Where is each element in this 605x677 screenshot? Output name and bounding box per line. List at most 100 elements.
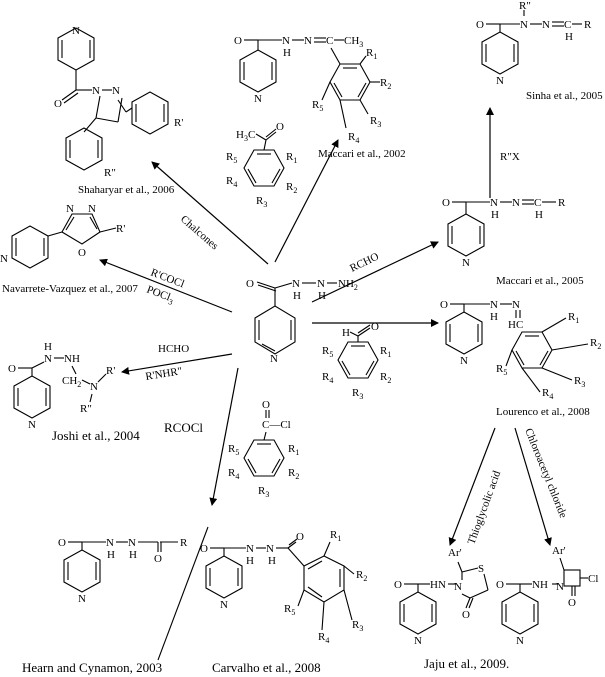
atom-r3-acl: R3 [258, 485, 269, 499]
atom-ar-jaju1: Ar' [448, 547, 462, 559]
atom-n2-macc02: N [304, 35, 312, 47]
reagent-thioglycolic: Thioglycolic acid [466, 469, 504, 546]
atom-n1-lour: N [490, 299, 498, 311]
atom-r4-lour: R4 [542, 387, 553, 401]
atom-r5-acl: R5 [228, 443, 239, 457]
atom-n2-shah: N [112, 85, 120, 97]
ref-lourenco: Lourenco et al., 2008 [496, 406, 590, 418]
reagent-hcho: HCHO [158, 343, 189, 355]
atom-h-joshi: H [44, 341, 52, 353]
atom-n1-shah: N [92, 85, 100, 97]
atom-r1-lour: R1 [568, 311, 579, 325]
atom-s-jaju1: S [478, 563, 484, 575]
atom-r4-acet: R4 [226, 175, 237, 189]
reagent-rx: R"X [500, 151, 520, 163]
ref-shaharyar: Shaharyar et al., 2006 [78, 184, 175, 196]
ref-carvalho: Carvalho et al., 2008 [212, 660, 321, 675]
reaction-arrows [99, 107, 552, 661]
atom-r-macc05: R [558, 197, 566, 209]
atom-o-nav: O [78, 247, 86, 259]
atom-n2-jaju1: N [454, 581, 462, 593]
atom-o-ald: O [371, 321, 379, 333]
atom-n-jaju2: N [516, 635, 524, 647]
atom-r5-ald: R5 [322, 345, 333, 359]
atom-rpp-joshi: R" [80, 403, 92, 415]
structure-shaharyar: N O N N R' R" [54, 25, 183, 179]
atom-o-acet: O [276, 121, 284, 133]
atom-h-ald: H [342, 327, 350, 339]
atom-rp-joshi: R' [106, 365, 115, 377]
atom-n-center: N [270, 353, 278, 365]
atom-o2-jaju2: O [568, 597, 576, 609]
atom-o-macc05: O [442, 197, 450, 209]
atom-r3-carv: R3 [352, 619, 363, 633]
atom-o1-carv: O [200, 543, 208, 555]
reagent-benzaldehyde: H O R5 R1 R4 R2 R3 [322, 321, 391, 401]
atom-r1-acl: R1 [288, 443, 299, 457]
atom-r3-macc02: R3 [370, 115, 381, 129]
atom-r1-ald: R1 [380, 345, 391, 359]
atom-r-sinha: R [584, 19, 592, 31]
atom-o-center: O [246, 278, 254, 290]
atom-r2-lour: R2 [590, 337, 601, 351]
atom-rpp-shah: R" [104, 167, 116, 179]
atom-h1-hearn: H [107, 549, 115, 561]
atom-n-jaju1: N [414, 635, 422, 647]
ref-hearn: Hearn and Cynamon, 2003 [22, 660, 162, 675]
atom-o-joshi: O [8, 363, 16, 375]
atom-o2-carv: O [296, 531, 304, 543]
reagent-rnhr: R'NHR" [145, 365, 183, 383]
atom-n2-nav: N [88, 203, 96, 215]
atom-n-sinha: N [496, 75, 504, 87]
atom-n-hearn: N [78, 593, 86, 605]
structure-sinha: N O N R" N C H R [476, 0, 592, 87]
atom-r1-macc02: R1 [366, 47, 377, 61]
arrow-to-jaju-thia [448, 427, 496, 546]
structure-navarrete: N N N O R' [0, 203, 125, 269]
atom-r5-acet: R5 [226, 151, 237, 165]
atom-r2-acet: R2 [286, 181, 297, 195]
atom-n1-carv: N [246, 543, 254, 555]
atom-h2-carv: H [268, 555, 276, 567]
arrow-to-jaju-aze [514, 427, 552, 546]
atom-n2-macc05: N [512, 197, 520, 209]
ref-maccari2005: Maccari et al., 2005 [496, 275, 584, 287]
atom-r3-lour: R3 [574, 375, 585, 389]
atom-n1-hearn: N [106, 537, 114, 549]
arrow-to-navarrete [99, 258, 233, 313]
atom-cocl: C—Cl [262, 419, 291, 431]
atom-n2-joshi: N [90, 381, 98, 393]
atom-o1-jaju2: O [496, 579, 504, 591]
atom-h3c: H3C [236, 129, 255, 143]
atom-c-macc02: C [326, 35, 333, 47]
reagent-acetophenone: H3C O R5 R1 R4 R2 R3 [226, 121, 297, 209]
structure-hearn: N O N H N H O R [58, 537, 188, 605]
atom-n-macc02: N [254, 93, 262, 105]
atom-ch3-macc02: CH3 [344, 35, 363, 49]
atom-h1-carv: H [246, 555, 254, 567]
atom-h-macc02: H [283, 47, 291, 59]
atom-n2-carv: N [266, 543, 274, 555]
atom-nh-macc02: N [282, 35, 290, 47]
atom-n-nav: N [0, 253, 8, 265]
atom-r5-lour: R5 [496, 363, 507, 377]
atom-n-shah: N [72, 25, 80, 37]
atom-n-center-term: N [317, 278, 325, 290]
atom-r2-acl: R2 [288, 467, 299, 481]
atom-o-sinha: O [476, 19, 484, 31]
atom-o2-hearn: O [154, 553, 162, 565]
atom-n-joshi: N [28, 419, 36, 431]
atom-h-center-term: H [318, 290, 326, 302]
reagent-pocl3: POCl3 [144, 284, 176, 307]
reagent-rcocl: RCOCl [164, 420, 203, 435]
atom-o-shah: O [54, 98, 62, 110]
isoniazid-center: N O N H N H NH2 [246, 278, 358, 365]
atom-r4-macc02: R4 [348, 131, 359, 145]
arrow-to-hearn [209, 367, 239, 506]
atom-n2-lour: N [512, 299, 520, 311]
atom-nh2: NH2 [338, 278, 358, 292]
reagent-chloroacetyl: Chloroacetyl chloride [522, 427, 569, 520]
ref-joshi: Joshi et al., 2004 [52, 428, 140, 443]
